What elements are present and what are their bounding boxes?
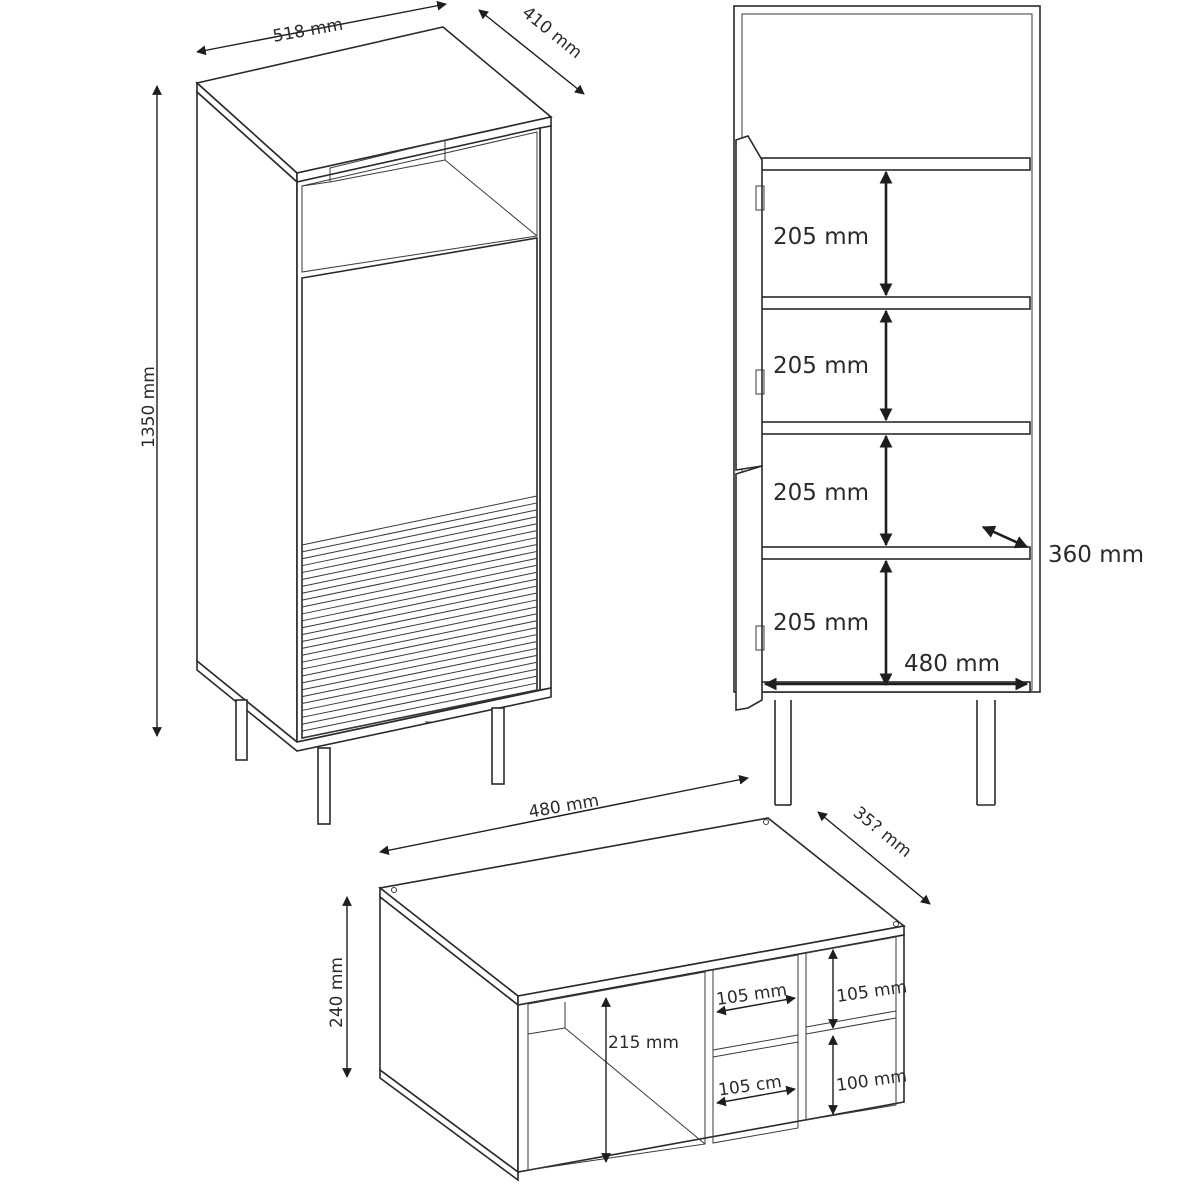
insert-depth-label: 35? mm — [849, 803, 915, 862]
rib-line — [301, 530, 538, 580]
storage-insert-view: 480 mm 35? mm 240 mm 215 mm 105 mm 105 c… — [327, 774, 931, 1182]
shelf-1 — [759, 157, 1031, 171]
rib-line — [301, 502, 538, 553]
cabinet-right-side-panel — [539, 125, 552, 691]
rib-line — [301, 557, 538, 608]
shelf-height-label-4: 205 mm — [773, 610, 869, 636]
open-door-lower — [735, 464, 763, 711]
insert-front-body — [517, 934, 905, 1173]
cabinet-left-side-panel — [196, 90, 298, 744]
compartment-middle — [712, 954, 799, 1144]
cabinet-leg-back-left — [235, 699, 248, 761]
rib-line — [301, 620, 538, 670]
shelf-3 — [759, 421, 1031, 435]
compartment-left-back — [527, 1027, 566, 1035]
insert-bottom-edge — [379, 1068, 519, 1182]
cabinet-open-view: 205 mm 205 mm 205 mm 205 mm 480 mm 360 m… — [733, 5, 1144, 806]
inner-width-label: 480 mm — [904, 651, 1000, 677]
compartment-right-divider — [805, 1010, 897, 1028]
rib-line — [301, 647, 538, 698]
door-hinges — [755, 185, 765, 651]
rib-line — [301, 627, 538, 677]
shelf-height-label-2: 205 mm — [773, 353, 869, 379]
middle-top-width-line — [716, 994, 796, 1016]
shelf-height-label-1: 205 mm — [773, 224, 869, 250]
rib-line — [301, 613, 538, 663]
cabinet-closed-view: 518 mm 410 mm 1350 mm — [139, 0, 586, 825]
insert-height-label: 240 mm — [327, 957, 347, 1028]
height-dimension-label: 1350 mm — [139, 366, 159, 448]
rib-line — [301, 654, 538, 705]
rib-line — [301, 509, 538, 560]
depth-dimension-label: 410 mm — [518, 3, 586, 63]
compartment-middle-divider — [712, 1041, 799, 1058]
rib-line — [301, 550, 538, 601]
hinge-icon — [755, 625, 765, 651]
rib-line — [301, 523, 538, 574]
rib-line — [301, 578, 538, 629]
inner-depth-label: 360 mm — [1048, 542, 1144, 568]
rib-line — [301, 689, 538, 739]
screw-hole-icon — [893, 921, 899, 927]
depth-dimension-line — [478, 9, 585, 95]
compartment-right — [805, 936, 897, 1121]
rib-line — [301, 571, 538, 622]
rib-line — [301, 537, 538, 587]
compartment-middle-divider — [712, 1034, 799, 1051]
hinge-icon — [755, 369, 765, 395]
screw-hole-icon — [763, 819, 769, 825]
compartment-left-floor — [564, 1027, 706, 1145]
insert-width-dimension-line — [379, 774, 749, 856]
niche-back-line — [329, 159, 446, 183]
rib-line — [301, 599, 538, 649]
rib-line — [301, 516, 538, 567]
rib-line — [301, 606, 538, 656]
width-dimension-label: 518 mm — [271, 15, 344, 47]
rib-line — [301, 634, 538, 684]
rib-line — [301, 641, 538, 691]
rib-line — [301, 661, 538, 711]
cabinet-ribbed-panel — [301, 495, 538, 739]
inner-depth-dimension-line — [981, 525, 1029, 549]
hinge-icon — [755, 185, 765, 211]
rib-line — [301, 675, 538, 725]
screw-hole-icon — [391, 887, 397, 893]
insert-depth-dimension-line — [817, 811, 931, 905]
cabinet-leg-front-right — [491, 707, 505, 785]
shelf-4 — [759, 546, 1031, 560]
shelf-height-label-3: 205 mm — [773, 480, 869, 506]
rib-line — [301, 564, 538, 615]
middle-bottom-width-line — [716, 1085, 796, 1107]
shelf-2 — [759, 296, 1031, 310]
cabinet-plinth — [196, 659, 552, 752]
rib-line — [301, 495, 538, 546]
rib-line — [301, 682, 538, 732]
rib-line — [301, 544, 538, 594]
left-compartment-height-label: 215 mm — [608, 1033, 679, 1053]
cabinet-leg-front-left — [317, 747, 331, 825]
rib-line — [301, 668, 538, 718]
insert-width-label: 480 mm — [527, 791, 600, 823]
width-dimension-line — [196, 0, 447, 56]
niche-shelf-line — [444, 159, 538, 237]
rib-line — [301, 592, 538, 642]
niche-back-edge — [301, 139, 446, 187]
compartment-right-divider — [805, 1017, 897, 1035]
rib-line — [301, 585, 538, 636]
